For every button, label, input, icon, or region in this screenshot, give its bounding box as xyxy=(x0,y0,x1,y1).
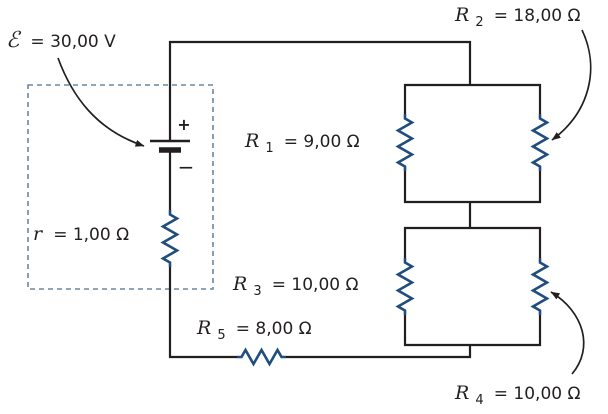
emf-value: = 30,00 V xyxy=(30,32,116,52)
r4-symbol: R xyxy=(454,382,469,404)
r2-subscript: 2 xyxy=(475,15,483,30)
wire-bottom-right xyxy=(286,345,472,359)
r4-pointer-arrow xyxy=(550,291,585,375)
r4-subscript: 4 xyxy=(475,393,483,408)
resistor-r2 xyxy=(530,114,550,171)
resistor-r5 xyxy=(237,347,286,367)
r5-symbol: R xyxy=(196,317,211,339)
internal-r-symbol: r xyxy=(33,223,44,245)
r2-value: = 18,00 Ω xyxy=(494,6,581,26)
wire-top xyxy=(168,40,472,141)
wire-upper-parallel-box xyxy=(403,83,542,204)
r5-subscript: 5 xyxy=(217,328,225,343)
r4-label: R 4 = 10,00 Ω xyxy=(454,382,581,408)
resistor-r3 xyxy=(395,258,415,315)
r5-value: = 8,00 Ω xyxy=(236,319,312,339)
battery-plus-sign: + xyxy=(177,115,190,134)
wire-lower-parallel-box xyxy=(403,226,542,347)
r5-label: R 5 = 8,00 Ω xyxy=(196,317,312,343)
battery-symbol: + − xyxy=(150,115,194,179)
emf-symbol: ℰ xyxy=(6,28,22,53)
r3-value: = 10,00 Ω xyxy=(272,275,359,295)
r3-symbol: R xyxy=(232,273,247,295)
r4-value: = 10,00 Ω xyxy=(494,384,581,404)
resistor-internal-r xyxy=(160,210,180,267)
r2-label: R 2 = 18,00 Ω xyxy=(454,4,581,30)
wire-bottom-left xyxy=(168,267,237,359)
internal-battery-enclosure xyxy=(27,84,214,290)
r3-label: R 3 = 10,00 Ω xyxy=(232,273,359,299)
r1-value: = 9,00 Ω xyxy=(284,132,360,152)
battery-minus-sign: − xyxy=(178,155,195,179)
emf-pointer-arrow xyxy=(57,57,145,147)
emf-label: ℰ = 30,00 V xyxy=(6,28,116,53)
r3-subscript: 3 xyxy=(253,284,261,299)
resistor-r4 xyxy=(530,258,550,315)
internal-r-value: = 1,00 Ω xyxy=(53,225,129,245)
r2-pointer-arrow xyxy=(551,29,592,141)
r1-subscript: 1 xyxy=(265,141,273,156)
internal-r-label: r = 1,00 Ω xyxy=(33,223,129,245)
resistor-r1 xyxy=(395,114,415,171)
r1-label: R 1 = 9,00 Ω xyxy=(244,130,360,156)
r2-symbol: R xyxy=(454,4,469,26)
r1-symbol: R xyxy=(244,130,259,152)
